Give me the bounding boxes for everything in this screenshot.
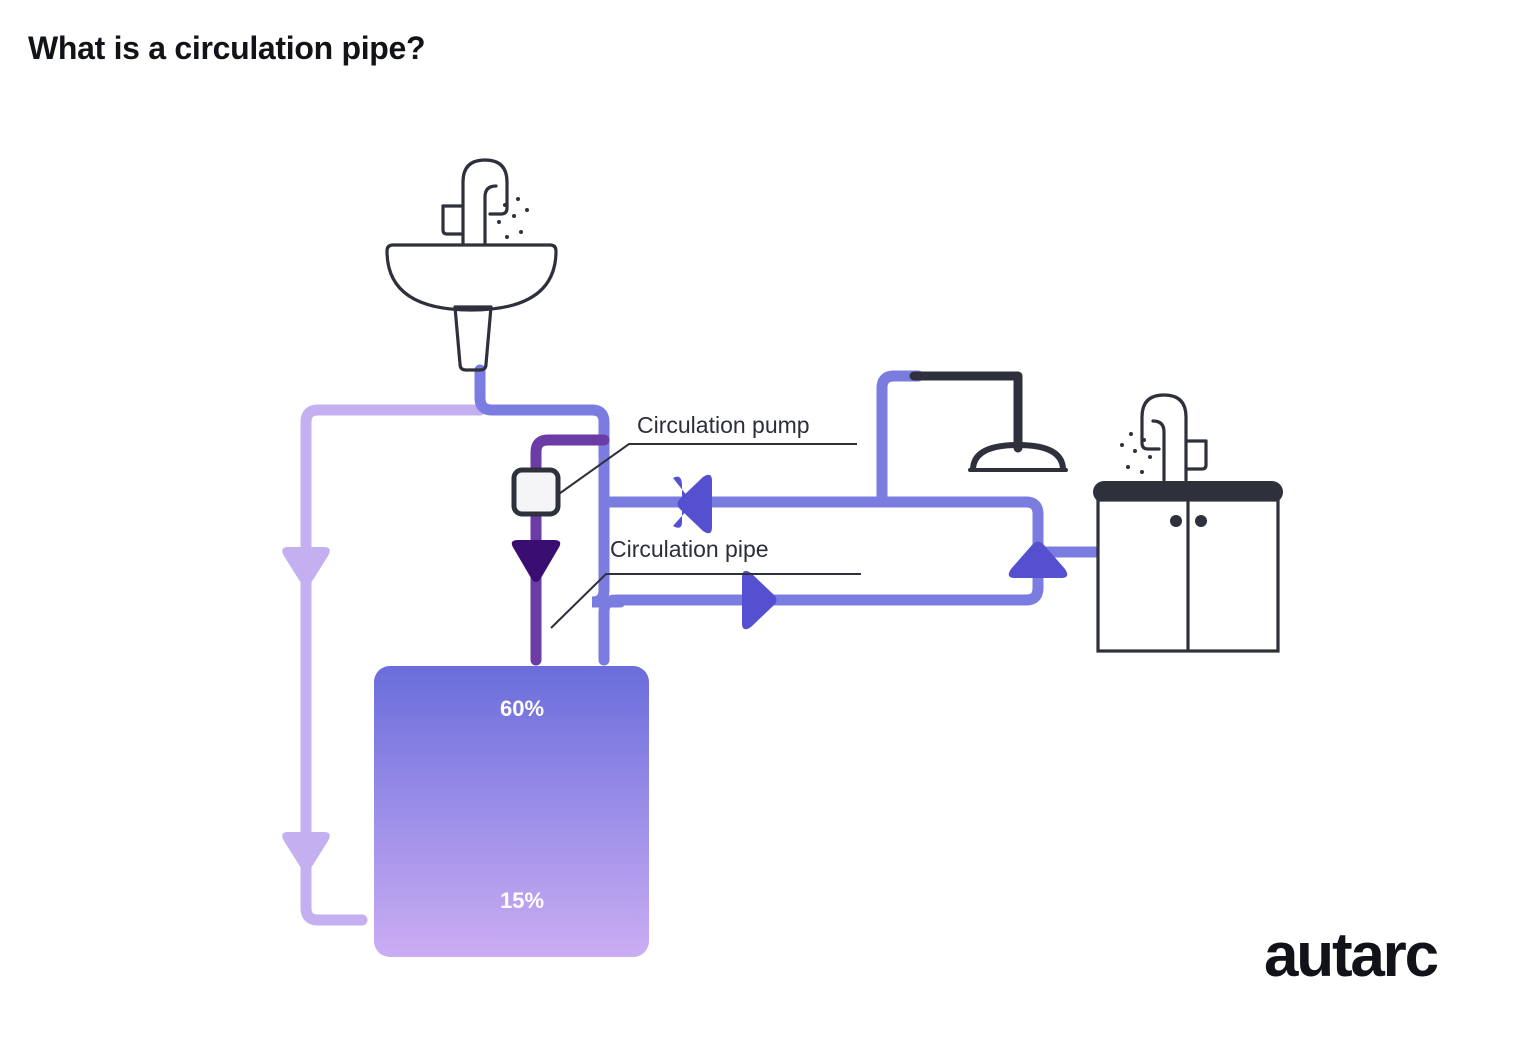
return-arrow-lower-icon — [282, 832, 330, 872]
callout-circulation-pump: Circulation pump — [637, 412, 810, 438]
water-droplets-right — [1120, 432, 1152, 474]
wall-sink-fixture — [385, 158, 558, 372]
brand-logo: autarc — [1264, 921, 1439, 990]
page-title: What is a circulation pipe? — [28, 30, 426, 66]
sink-to-tank-pipe — [474, 364, 626, 608]
callout-leaders — [550, 443, 861, 629]
vanity-riser-arrow-icon — [1008, 541, 1068, 578]
supply-arrow-icon — [742, 570, 777, 630]
shower-riser-pipe — [876, 370, 924, 508]
circulation-return-line-group — [598, 474, 1044, 566]
circulation-pump-unit[interactable] — [511, 467, 561, 517]
leader-circulation-pump — [555, 443, 857, 497]
cabinet-knob-left — [1170, 515, 1182, 527]
water-tank — [374, 666, 649, 957]
pump-inlet-pipe — [530, 434, 610, 476]
return-pipe — [300, 404, 486, 926]
supply-line — [598, 554, 1044, 666]
pump-outlet-arrow-icon — [511, 540, 561, 582]
water-droplets-left — [497, 197, 529, 239]
circulation-return-arrow — [677, 474, 712, 534]
supply-line-group — [598, 554, 1044, 666]
cabinet-knob-right — [1195, 515, 1207, 527]
pump-pipe-group — [511, 434, 610, 666]
circulation-return-arrow-icon — [673, 476, 688, 528]
tank-bottom-percentage: 15% — [499, 888, 545, 913]
shower-head-fixture — [909, 371, 1068, 472]
hot-supply-pipe-group — [474, 364, 626, 608]
tank-top-percentage: 60% — [499, 696, 545, 721]
callout-circulation-pipe: Circulation pipe — [610, 536, 769, 562]
vanity-sink-fixture — [1093, 393, 1283, 653]
return-arrow-upper-icon — [282, 547, 330, 587]
leader-circulation-pipe — [550, 573, 861, 629]
return-pipe-group — [282, 404, 486, 926]
circulation-return-line — [598, 496, 1044, 566]
